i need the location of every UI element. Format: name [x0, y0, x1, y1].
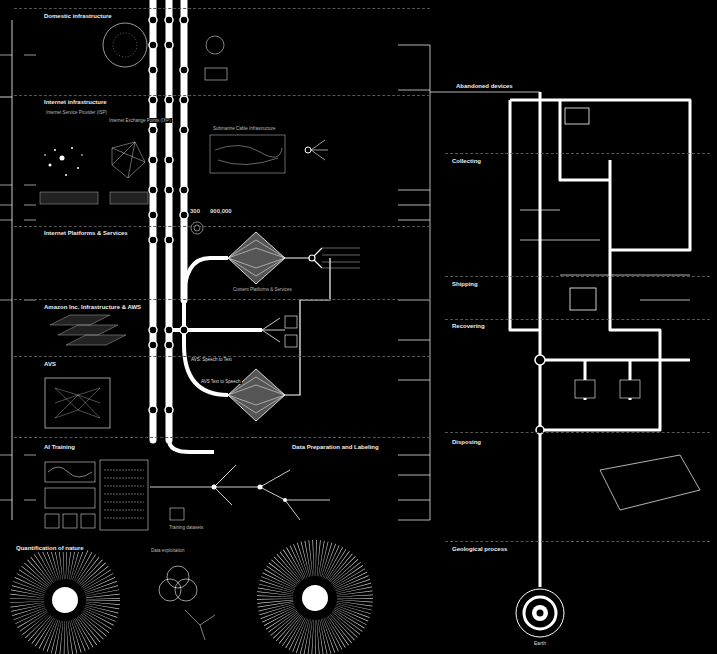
- track-label: AVS: Speech to Text: [190, 357, 233, 362]
- section-band: AVS: [14, 356, 430, 436]
- section-heading: Internet infrastructure: [42, 99, 109, 106]
- track-label: AVS Text to Speech: [200, 379, 242, 384]
- section-heading: Geological process: [450, 546, 509, 553]
- section-heading: Collecting: [450, 158, 483, 165]
- section-band: Internet Platforms & Services: [14, 226, 430, 298]
- section-heading: Data Preparation and Labeling: [290, 444, 381, 451]
- earth-circle: Earth: [510, 587, 570, 651]
- section-heading: Amazon Inc. Infrastructure & AWS: [42, 304, 143, 311]
- section-heading: AVS: [42, 361, 58, 368]
- caption-text: Internet Service Provider (ISP): [45, 110, 108, 115]
- section-band: Collecting: [445, 153, 710, 275]
- node-label: Earth: [532, 640, 548, 646]
- section-heading: Recovering: [450, 323, 487, 330]
- figure-number: 300: [189, 208, 201, 215]
- caption-text: Data exploitation: [150, 548, 186, 553]
- caption-text: Content Platforms & Services: [232, 287, 293, 292]
- section-heading: Internet Platforms & Services: [42, 230, 130, 237]
- connector: [539, 540, 542, 587]
- section-band: Shipping: [445, 276, 710, 318]
- section-heading: Quantification of nature: [15, 545, 85, 552]
- section-band: Recovering: [445, 319, 710, 431]
- section-band: Geological processEarth: [445, 541, 710, 649]
- caption-text: Internet Exchange Points (IXP): [108, 118, 172, 123]
- caption-text: Submarine Cable Infrastructure: [212, 126, 277, 131]
- section-heading: Abandoned devices: [455, 83, 514, 90]
- section-heading: Domestic infrastructure: [42, 13, 114, 20]
- section-band: Data Preparation and Labeling: [254, 437, 430, 540]
- caption-text: Training datasets: [168, 525, 204, 530]
- section-band: Domestic infrastructure: [14, 8, 430, 94]
- section-band: AI Training: [14, 437, 254, 540]
- section-band: Disposing: [445, 432, 710, 540]
- figure-number: 900,000: [209, 208, 233, 215]
- section-heading: Shipping: [450, 281, 480, 288]
- section-heading: AI Training: [42, 444, 77, 451]
- section-band: Amazon Inc. Infrastructure & AWS: [14, 299, 430, 355]
- section-heading: Disposing: [450, 439, 483, 446]
